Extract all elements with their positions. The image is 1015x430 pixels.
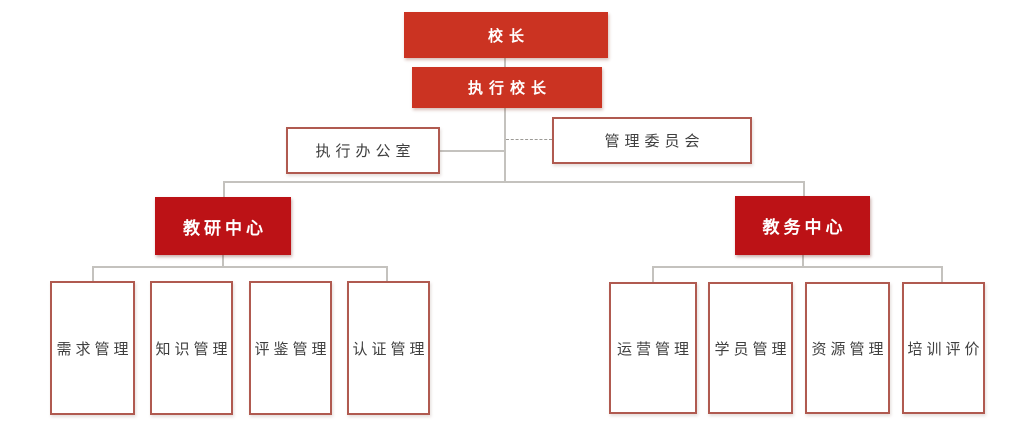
connector-academic-stub-left xyxy=(652,266,654,282)
node-exec-office: 执行办公室 xyxy=(286,127,440,174)
node-operations-management: 运营管理 xyxy=(609,282,697,414)
connector-branch-horizontal xyxy=(223,181,805,183)
node-student-management: 学员管理 xyxy=(708,282,793,414)
connector-mgmt-committee-dashed xyxy=(506,139,552,140)
node-mgmt-committee: 管理委员会 xyxy=(552,117,752,164)
connector-research-horizontal xyxy=(92,266,388,268)
connector-central-vertical xyxy=(504,108,506,182)
connector-exec-office-solid xyxy=(440,150,504,152)
connector-research-stub-right xyxy=(386,266,388,281)
connector-principal-to-exec xyxy=(504,58,506,67)
connector-stub-academic-center xyxy=(803,181,805,196)
connector-academic-horizontal xyxy=(653,266,943,268)
node-training-evaluation: 培训评价 xyxy=(902,282,985,414)
node-certification-management: 认证管理 xyxy=(347,281,430,415)
node-demand-management: 需求管理 xyxy=(50,281,135,415)
connector-research-down xyxy=(222,255,224,268)
connector-academic-stub-right xyxy=(941,266,943,282)
node-principal: 校长 xyxy=(404,12,608,58)
node-resource-management: 资源管理 xyxy=(805,282,890,414)
node-exec-principal: 执行校长 xyxy=(412,67,602,108)
connector-research-stub-left xyxy=(92,266,94,281)
node-knowledge-management: 知识管理 xyxy=(150,281,233,415)
node-evaluation-management: 评鉴管理 xyxy=(249,281,332,415)
connector-academic-down xyxy=(802,255,804,267)
connector-stub-research-center xyxy=(223,181,225,197)
node-academic-center: 教务中心 xyxy=(735,196,870,255)
node-research-center: 教研中心 xyxy=(155,197,291,255)
